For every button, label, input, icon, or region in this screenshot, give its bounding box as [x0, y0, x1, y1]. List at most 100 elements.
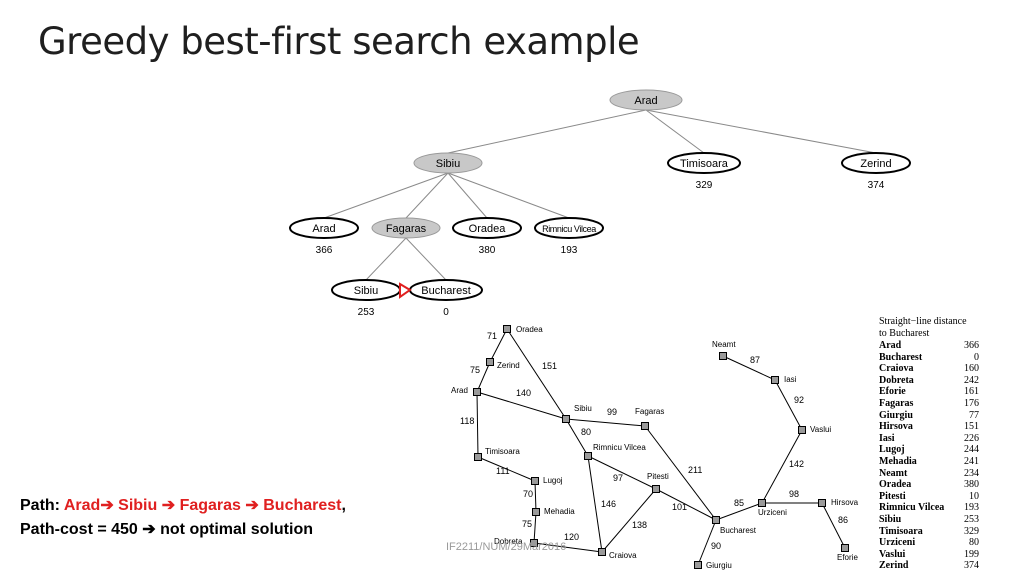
road-oradea-zerind — [489, 328, 508, 363]
road-iasi-neamt — [722, 355, 776, 381]
tree-edge-fagaras-sibiu2 — [365, 237, 407, 281]
tree-node-label-sibiu2: Sibiu — [354, 285, 378, 297]
path-line: Path: Arad➔ Sibiu ➔ Fagaras ➔ Bucharest, — [20, 494, 346, 518]
sld-distance: 151 — [964, 421, 979, 433]
tree-node-label-zerind: Zerind — [860, 158, 891, 170]
tree-node-shape-arad2 — [289, 217, 359, 239]
city-marker-lugoj — [531, 477, 539, 485]
road-distance-bucharest-urziceni: 85 — [734, 498, 744, 508]
path-suffix: , — [341, 497, 346, 514]
road-distance-dobreta-craiova: 120 — [564, 532, 579, 542]
straight-line-distance-table: Straight−line distance to Bucharest Arad… — [879, 316, 979, 572]
city-label-fagaras: Fagaras — [635, 407, 664, 416]
city-marker-timisoara — [474, 453, 482, 461]
sld-distance: 366 — [964, 340, 979, 351]
sld-city: Bucharest — [879, 351, 923, 363]
sld-city: Fagaras — [879, 397, 914, 409]
tree-node-label-arad2: Arad — [312, 223, 335, 235]
tree-node-h-sibiu2: 253 — [358, 307, 375, 318]
tree-node-label-oradea: Oradea — [469, 223, 507, 235]
road-distance-fagaras-bucharest: 211 — [688, 465, 702, 475]
city-marker-oradea — [503, 325, 511, 333]
road-distance-sibiu-rimnicu: 80 — [581, 427, 591, 437]
city-label-oradea: Oradea — [516, 325, 543, 334]
road-vaslui-iasi — [774, 379, 803, 431]
city-marker-dobreta — [530, 539, 538, 547]
city-marker-urziceni — [758, 499, 766, 507]
road-distance-rimnicu-craiova: 146 — [601, 499, 616, 509]
road-distance-pitesti-bucharest: 101 — [672, 502, 687, 512]
tree-edges — [323, 109, 877, 281]
sld-city: Neamt — [879, 467, 908, 479]
sld-city: Eforie — [879, 386, 906, 398]
city-marker-rimnicu — [584, 452, 592, 460]
road-distance-sibiu-fagaras: 99 — [607, 407, 617, 417]
road-distance-urziceni-vaslui: 142 — [789, 459, 804, 469]
city-marker-craiova — [598, 548, 606, 556]
tree-node-sibiu2: Sibiu 253 — [331, 279, 401, 318]
city-marker-pitesti — [652, 485, 660, 493]
sld-distance: 176 — [964, 397, 979, 409]
sld-distance: 193 — [964, 502, 979, 514]
sld-distance: 242 — [964, 374, 979, 386]
road-bucharest-urziceni — [715, 502, 763, 521]
road-timisoara-lugoj — [477, 456, 536, 482]
tree-edge-sibiu-rimnicu — [447, 172, 570, 219]
tree-node-oradea: Oradea 380 — [452, 217, 522, 256]
city-label-dobreta: Dobreta — [494, 537, 523, 546]
sld-distance: 253 — [964, 513, 979, 525]
road-distance-urziceni-hirsova: 98 — [789, 489, 799, 499]
sld-row: Arad 366 — [879, 340, 979, 352]
sld-city: Dobreta — [879, 374, 914, 386]
tree-node-shape-fagaras — [371, 217, 441, 239]
road-dobreta-craiova — [533, 542, 603, 553]
road-distance-arad-sibiu: 140 — [516, 388, 531, 398]
sld-city: Timisoara — [879, 525, 923, 537]
city-marker-hirsova — [818, 499, 826, 507]
sld-distance: 374 — [964, 560, 979, 572]
road-rimnicu-craiova — [587, 455, 603, 553]
city-label-urziceni: Urziceni — [758, 508, 787, 517]
road-distance-mehadia-dobreta: 75 — [522, 519, 532, 529]
road-craiova-pitesti — [601, 488, 657, 553]
sld-city: Lugoj — [879, 444, 905, 456]
sld-distance: 77 — [969, 409, 979, 421]
road-urziceni-vaslui — [761, 429, 803, 504]
city-marker-arad — [473, 388, 481, 396]
tree-node-label-timisoara: Timisoara — [680, 158, 729, 170]
tree-node-label-root: Arad — [634, 95, 657, 107]
sld-city: Arad — [879, 340, 902, 351]
city-marker-vaslui — [798, 426, 806, 434]
footer-text: IF2211/NUM/29Mar2016 — [446, 541, 567, 553]
road-oradea-sibiu — [506, 328, 567, 420]
city-label-zerind: Zerind — [497, 361, 520, 370]
sld-distance: 244 — [964, 444, 979, 456]
tree-edge-sibiu-arad2 — [323, 172, 449, 219]
city-label-hirsova: Hirsova — [831, 498, 859, 507]
sld-distance: 226 — [964, 432, 979, 444]
sld-row: Lugoj 244 — [879, 444, 979, 456]
road-distance-vaslui-iasi: 92 — [794, 395, 804, 405]
road-distance-iasi-neamt: 87 — [750, 355, 760, 365]
city-label-rimnicu: Rimnicu Vilcea — [593, 443, 646, 452]
tree-node-shape-root — [609, 89, 683, 111]
tree-edge-root-sibiu — [447, 109, 647, 154]
city-marker-mehadia — [532, 508, 540, 516]
sld-city: Sibiu — [879, 513, 902, 525]
tree-node-h-oradea: 380 — [479, 245, 496, 256]
city-label-timisoara: Timisoara — [485, 447, 520, 456]
road-distance-rimnicu-pitesti: 97 — [613, 473, 623, 483]
road-distance-arad-timisoara: 118 — [460, 416, 474, 426]
city-label-vaslui: Vaslui — [810, 425, 831, 434]
